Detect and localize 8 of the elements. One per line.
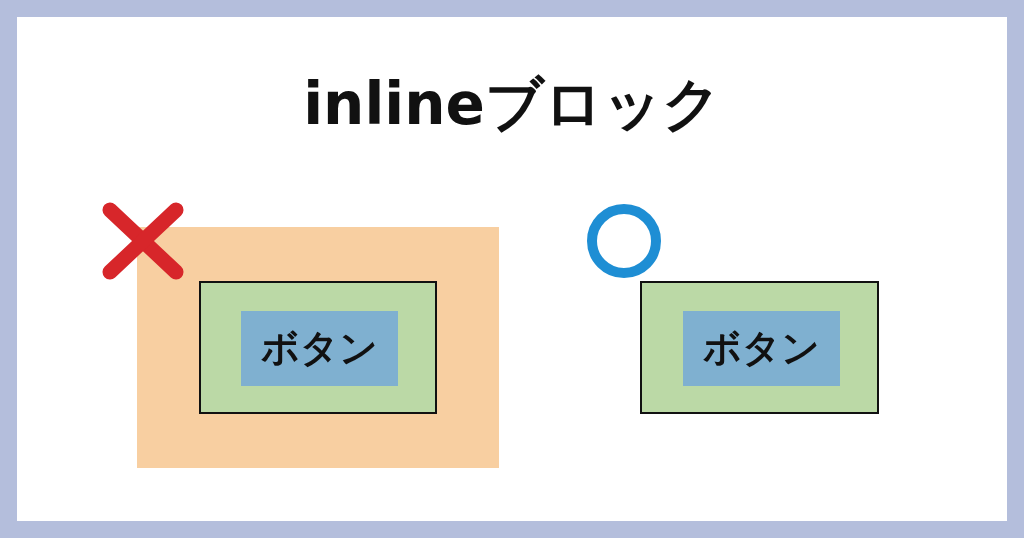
title: inlineブロック [302,69,722,140]
button-label: ボタン [703,325,820,372]
padding-box [199,281,437,414]
margin-area [137,227,499,468]
button-label: ボタン [261,325,378,372]
content-box [241,311,398,386]
padding-box [640,281,879,414]
content-box [683,311,840,386]
